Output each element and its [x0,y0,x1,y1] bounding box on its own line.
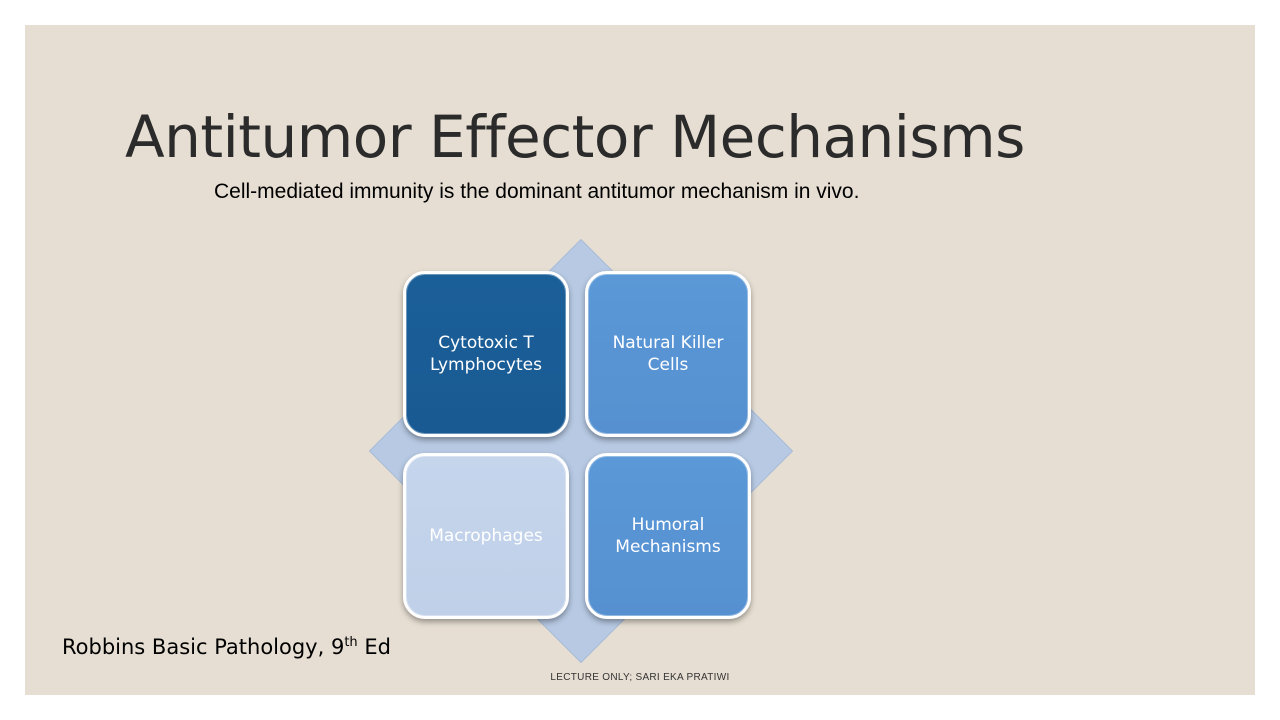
slide-title: Antitumor Effector Mechanisms [125,103,1025,171]
reference-text: Robbins Basic Pathology, 9 [62,635,345,659]
reference-citation: Robbins Basic Pathology, 9th Ed [62,635,391,659]
tile-humoral-mechanisms: Humoral Mechanisms [585,453,751,619]
tile-label: Cytotoxic T Lymphocytes [430,333,542,375]
tile-natural-killer-cells: Natural Killer Cells [585,271,751,437]
reference-superscript: th [344,635,358,650]
reference-suffix: Ed [357,635,391,659]
slide-footer: LECTURE ONLY; SARI EKA PRATIWI [550,672,730,683]
slide: Antitumor Effector Mechanisms Cell-media… [25,25,1255,695]
tile-label: Macrophages [429,526,543,546]
tile-label: Natural Killer Cells [612,333,724,375]
tile-cytotoxic-t-lymphocytes: Cytotoxic T Lymphocytes [403,271,569,437]
slide-subtitle: Cell-mediated immunity is the dominant a… [214,180,860,203]
tile-label: Humoral Mechanisms [615,515,721,557]
tile-macrophages: Macrophages [403,453,569,619]
